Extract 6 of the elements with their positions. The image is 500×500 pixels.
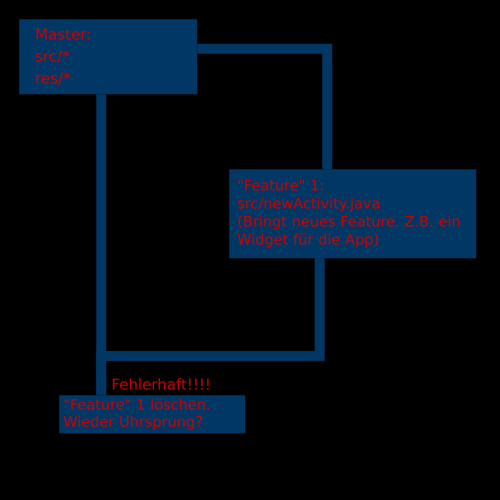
- connector-line: [96, 94, 106, 395]
- connector-line: [197, 44, 332, 169]
- edge-label: Fehlerhaft!!!!: [110, 377, 212, 391]
- text-box: Master: src/* res/*: [19, 19, 198, 94]
- text-box: "Feature" 1 löschen. Wieder Uhrsprung?: [59, 395, 246, 434]
- text-box: "Feature" 1: src/newActivity.java (Bringt neues Feature. Z.B. ein Widget für die App): [229, 169, 476, 258]
